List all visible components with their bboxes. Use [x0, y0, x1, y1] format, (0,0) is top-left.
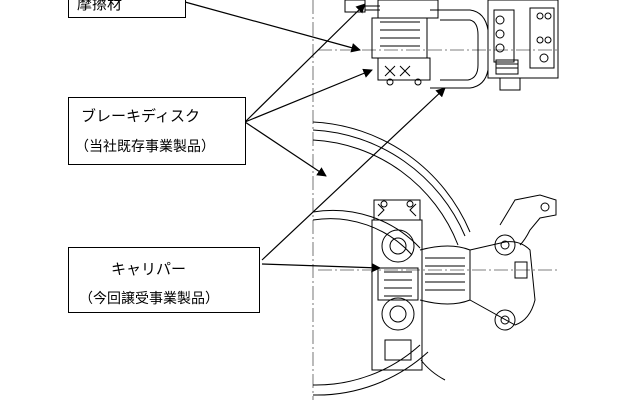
brake-disc-label: ブレーキディスク	[81, 107, 200, 125]
leader-arrows	[184, 1, 446, 273]
top-caliper-drawing	[344, 0, 559, 91]
friction-material-label-box: 摩擦材	[68, 0, 186, 18]
caliper-label: キャリパー	[111, 260, 187, 278]
brake-disc-label-box: ブレーキディスク （当社既存事業製品）	[68, 97, 246, 165]
caliper-label-box: キャリパー （今回譲受事業製品）	[68, 247, 260, 313]
bottom-caliper-drawing	[371, 194, 557, 381]
caliper-note: （今回譲受事業製品）	[79, 291, 219, 307]
brake-disc-note: （当社既存事業製品）	[75, 139, 215, 155]
center-lines	[312, 0, 560, 400]
friction-material-label: 摩擦材	[77, 0, 123, 13]
wheel-disc	[312, 121, 471, 396]
